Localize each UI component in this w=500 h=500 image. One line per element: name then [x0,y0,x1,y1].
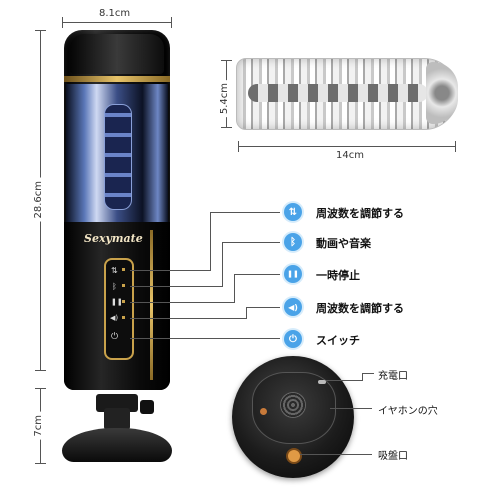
panel-frequency-icon[interactable]: ⇅ [111,266,118,275]
pause-icon: ❚❚ [284,265,302,283]
sleeve-core [248,84,428,102]
height-label: 28.6cm [33,178,44,222]
panel-dot [122,284,125,287]
port-callout-line-1-vertical [362,373,363,381]
brand-logo: Sexymate [84,232,143,245]
port-label-charging: 充電口 [378,371,408,382]
speaker-grille-icon [280,392,306,418]
sleeve-length-line [238,146,456,147]
feature-label-frequency: 周波数を調節する [316,207,404,220]
feature-label-bluetooth: 動画や音楽 [316,237,371,250]
callout-line-4-vertical [246,307,247,319]
feature-label-power: スイッチ [316,334,360,347]
device-top-cap [70,34,164,74]
base-mount [96,394,138,412]
height-tick-top [35,30,46,31]
callout-line-1-vertical [210,212,211,271]
callout-line-4 [130,318,246,319]
base-tick-bottom [35,463,46,464]
device-inner-sleeve [104,104,132,210]
suction-cup [62,428,172,462]
base-knob[interactable] [140,400,154,414]
sleeve-diameter-tick-top [221,60,232,61]
panel-power-icon[interactable]: ⏻ [111,332,119,342]
panel-volume-icon[interactable]: ◀) [110,314,119,322]
panel-pause-icon[interactable]: ❚❚ [111,298,123,306]
port-label-earphone: イヤホンの穴 [378,406,438,417]
sleeve-tip [426,62,458,124]
panel-dot [122,300,125,303]
port-label-suction: 吸盤口 [378,451,408,462]
base-label: 7cm [33,412,44,440]
width-tick-right [171,17,172,28]
callout-line-3 [130,302,234,303]
callout-line-3-vertical [234,274,235,303]
base-tick-top [35,388,46,389]
sleeve-diameter-tick-bottom [221,127,232,128]
callout-line-5 [130,338,280,339]
port-callout-line-2 [330,408,372,409]
sleeve-length-label: 14cm [336,150,364,161]
panel-bluetooth-icon[interactable]: ᛒ [112,282,117,291]
panel-dot [122,316,125,319]
panel-dot [122,268,125,271]
frequency-adjust-icon: ⇅ [284,203,302,221]
base-clamp [104,408,130,430]
sleeve-length-tick-right [455,141,456,152]
earphone-jack[interactable] [260,408,267,415]
control-panel [104,258,134,360]
width-tick-left [62,17,63,28]
callout-line-1 [130,270,210,271]
callout-line-2-vertical [222,242,223,287]
sleeve-length-tick-left [238,141,239,152]
port-callout-line-1 [326,380,362,381]
feature-label-pause: 一時停止 [316,269,360,282]
callout-line-4-top [246,307,280,308]
device-gold-stripe [150,230,153,380]
callout-line-2 [130,286,222,287]
callout-line-2-top [222,242,280,243]
callout-line-3-top [234,274,280,275]
sleeve-diameter-label: 5.4cm [219,80,230,118]
power-icon: ⏻ [284,330,302,348]
width-label: 8.1cm [96,8,134,19]
callout-line-1-top [210,212,280,213]
height-tick-bottom [35,370,46,371]
bluetooth-icon: ᛒ [284,233,302,251]
charging-port[interactable] [318,380,326,384]
volume-adjust-icon: ◀) [284,298,302,316]
port-callout-line-3 [300,454,372,455]
suction-port[interactable] [286,448,302,464]
width-dimension-line [62,22,172,23]
port-callout-line-1-end [362,373,374,374]
device-gold-ring [64,76,170,82]
feature-label-volume: 周波数を調節する [316,302,404,315]
